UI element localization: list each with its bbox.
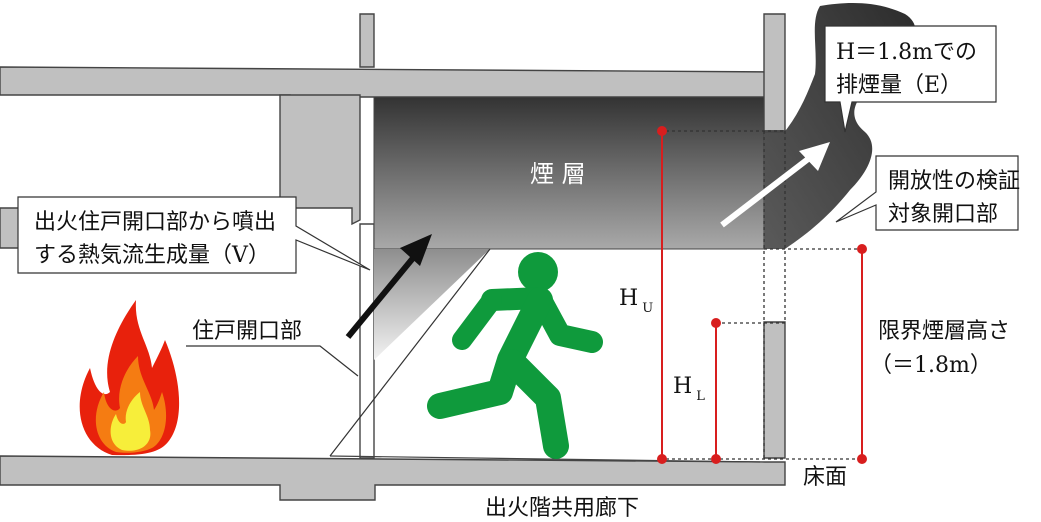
- dwelling-partition: [359, 223, 375, 459]
- floor-slab: [0, 455, 786, 501]
- callout-exhaust-line2: 排煙量（E）: [836, 73, 962, 98]
- right-upper-column: [763, 13, 786, 133]
- callout-openness-line2: 対象開口部: [888, 202, 998, 227]
- callout-hot-gas-line2: する熱気流生成量（V）: [34, 243, 270, 268]
- floor-label: 床面: [803, 465, 847, 490]
- right-lower-column: [763, 321, 786, 459]
- guide-lines: [660, 130, 862, 460]
- dwelling-opening-label: 住戸開口部: [192, 319, 302, 344]
- callout-openness: 開放性の検証 対象開口部: [835, 155, 1020, 231]
- exhaust-arrow: [720, 142, 830, 228]
- hot-gas-jet: [374, 249, 490, 360]
- critical-height-label-line1: 限界煙層高さ: [878, 319, 1010, 344]
- hot-gas-arrow: [345, 234, 432, 339]
- corridor-floor-line: [329, 455, 761, 463]
- callout-exhaust-line1: H＝1.8mでの: [836, 40, 977, 65]
- critical-height-label-line2: （＝1.8m）: [870, 353, 992, 378]
- smoke-layer-label: 煙 層: [530, 160, 586, 188]
- height-markers: [657, 126, 867, 464]
- dwelling-opening-leader: [186, 345, 359, 377]
- callout-hot-gas-line1: 出火住戸開口部から噴出: [34, 210, 276, 235]
- jet-boundary-line: [329, 248, 491, 457]
- dwelling-partition-top: [359, 13, 375, 68]
- upper-slab: [0, 66, 783, 98]
- callout-exhaust: H＝1.8mでの 排煙量（E）: [824, 25, 997, 133]
- fire-icon: [79, 300, 180, 456]
- corridor-label: 出火階共用廊下: [485, 496, 639, 521]
- running-person-icon: [427, 252, 603, 459]
- callout-hot-gas: 出火住戸開口部から噴出 する熱気流生成量（V）: [17, 196, 371, 274]
- callout-openness-line1: 開放性の検証: [888, 169, 1020, 194]
